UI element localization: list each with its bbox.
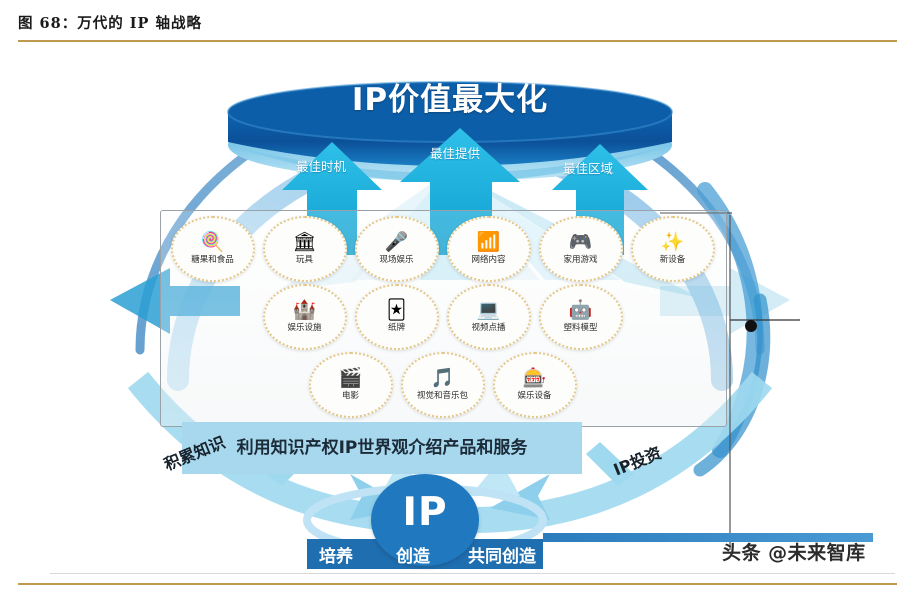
product-bubble-amusement-facilities[interactable]: 🏰 娱乐设施 (262, 284, 347, 350)
product-bubble-new-devices[interactable]: ✨ 新设备 (630, 216, 715, 282)
lollipop-icon: 🍭 (200, 232, 225, 253)
product-bubble-visual-music[interactable]: 🎵 视觉和音乐包 (400, 352, 485, 418)
castle-icon: 🏰 (292, 300, 317, 321)
product-label: 家用游戏 (563, 255, 598, 265)
callout-dot (745, 320, 757, 332)
arrow-label-best-region: 最佳区域 (563, 162, 614, 176)
product-label: 电影 (341, 391, 359, 401)
bottom-bar-item-create: 创造 (396, 547, 430, 567)
footer-hairline (50, 573, 895, 574)
film-icon: 🎬 (338, 368, 363, 389)
bottom-bar-extension (543, 533, 873, 542)
product-label: 视觉和音乐包 (416, 391, 468, 401)
bottom-bar-item-co-create: 共同创造 (468, 547, 536, 567)
product-label: 网络内容 (471, 255, 506, 265)
figure-caption: 图 68：万代的 IP 轴战略 (18, 15, 203, 32)
sparkles-icon: ✨ (660, 232, 685, 253)
product-bubble-live-entertainment[interactable]: 🎤 现场娱乐 (354, 216, 439, 282)
product-bubble-playing-cards[interactable]: 🃏 纸牌 (354, 284, 439, 350)
wifi-icon: 📶 (476, 232, 501, 253)
product-category-panel: 🍭 糖果和食品 🏛 玩具 🎤 现场娱乐 📶 网络内容 🎮 家用游戏 ✨ 新 (160, 210, 727, 427)
laptop-video-icon: 💻 (476, 300, 501, 321)
footer-rule (18, 583, 897, 585)
product-bubble-video-on-demand[interactable]: 💻 视频点播 (446, 284, 531, 350)
product-label: 娱乐设施 (287, 323, 322, 333)
ip-core-label: IP (402, 489, 448, 535)
ip-axis-strategy-diagram: IP价值最大化 最佳时机 最佳提供 最佳区域 🍭 糖果和食品 🏛 玩具 🎤 现场… (100, 50, 873, 570)
product-label: 现场娱乐 (379, 255, 414, 265)
product-bubble-toys[interactable]: 🏛 玩具 (262, 216, 347, 282)
product-bubble-candy-food[interactable]: 🍭 糖果和食品 (170, 216, 255, 282)
product-row-1: 🍭 糖果和食品 🏛 玩具 🎤 现场娱乐 📶 网络内容 🎮 家用游戏 ✨ 新 (160, 216, 725, 282)
gamepad-icon: 🎮 (568, 232, 593, 253)
arrow-label-best-offering: 最佳提供 (430, 147, 481, 161)
product-bubble-plastic-models[interactable]: 🤖 塑料模型 (538, 284, 623, 350)
microphone-icon: 🎤 (384, 232, 409, 253)
watermark: 头条 @未来智库 (722, 542, 866, 564)
mid-banner: 利用知识产权IP世界观介绍产品和服务 (182, 422, 582, 474)
arrow-label-best-timing: 最佳时机 (296, 160, 347, 174)
product-label: 视频点播 (471, 323, 506, 333)
ip-core-circle: IP (371, 474, 479, 566)
product-label: 塑料模型 (563, 323, 598, 333)
product-bubble-amusement-machines[interactable]: 🎰 娱乐设备 (492, 352, 577, 418)
plastic-model-icon: 🤖 (568, 300, 593, 321)
product-bubble-network-content[interactable]: 📶 网络内容 (446, 216, 531, 282)
toy-building-icon: 🏛 (292, 232, 317, 253)
playing-cards-icon: 🃏 (386, 300, 407, 321)
diagram-background-art (110, 81, 800, 556)
product-bubble-home-games[interactable]: 🎮 家用游戏 (538, 216, 623, 282)
product-row-2: 🏰 娱乐设施 🃏 纸牌 💻 视频点播 🤖 塑料模型 (160, 284, 725, 350)
bottom-bar-item-cultivate: 培养 (319, 547, 353, 567)
arcade-machine-icon: 🎰 (522, 368, 547, 389)
mid-banner-text: 利用知识产权IP世界观介绍产品和服务 (236, 438, 528, 458)
product-label: 玩具 (295, 255, 313, 265)
caption-rule-top (18, 40, 897, 42)
product-label: 娱乐设备 (517, 391, 552, 401)
product-row-3: 🎬 电影 🎵 视觉和音乐包 🎰 娱乐设备 (160, 352, 725, 418)
visual-music-icon: 🎵 (430, 368, 455, 389)
product-label: 纸牌 (387, 323, 405, 333)
product-bubble-movies[interactable]: 🎬 电影 (308, 352, 393, 418)
product-label: 糖果和食品 (191, 255, 234, 265)
product-label: 新设备 (659, 255, 686, 265)
